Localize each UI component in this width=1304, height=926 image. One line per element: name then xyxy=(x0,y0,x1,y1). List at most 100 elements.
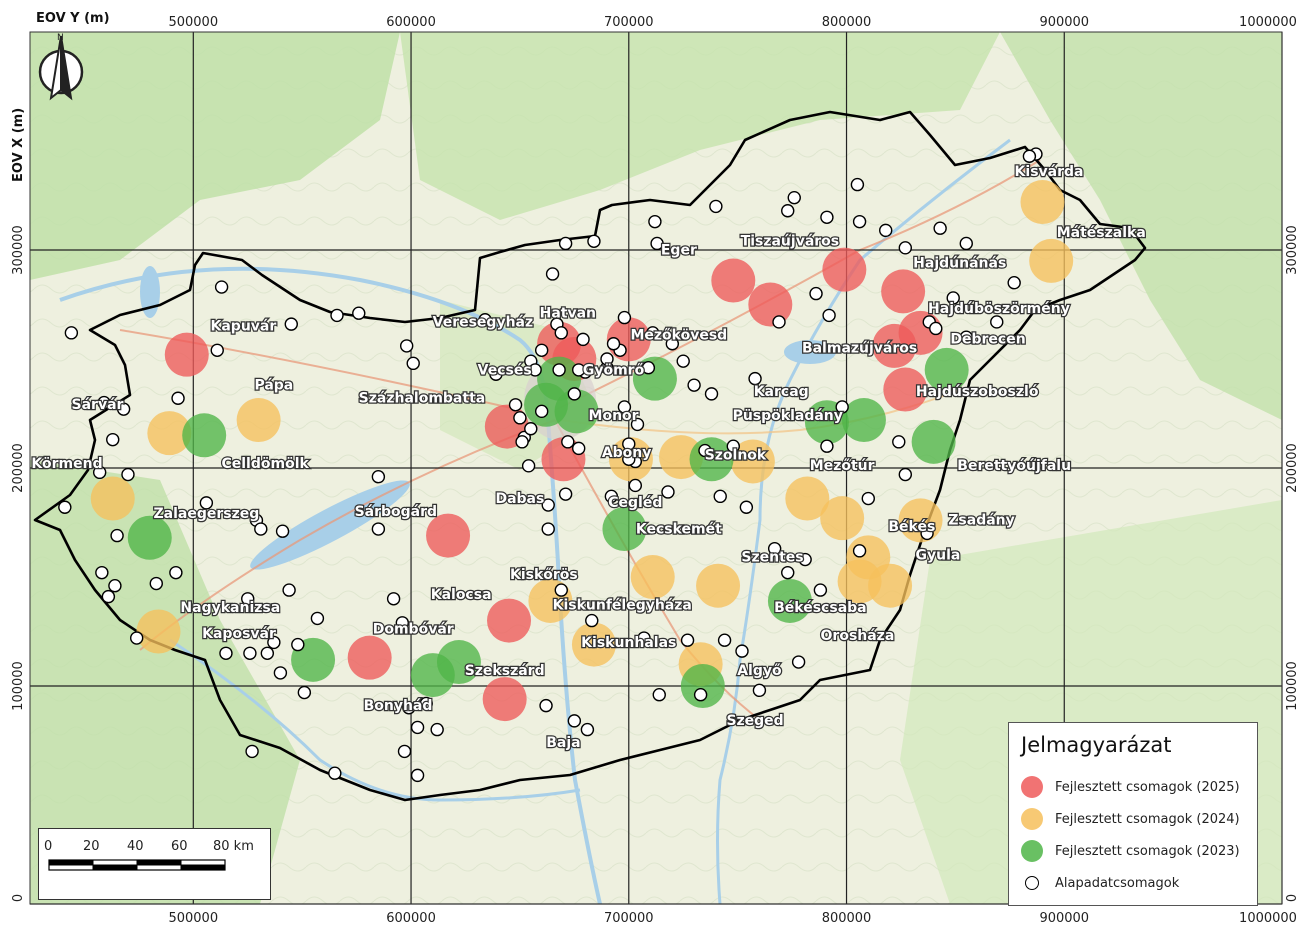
base-package-marker[interactable] xyxy=(545,267,560,281)
base-package-marker[interactable] xyxy=(273,666,288,680)
base-package-marker[interactable] xyxy=(604,489,619,504)
base-package-marker[interactable] xyxy=(508,398,523,412)
developed-package-2024[interactable] xyxy=(730,439,775,484)
base-package-marker[interactable] xyxy=(767,541,782,556)
base-package-marker[interactable] xyxy=(558,236,573,251)
base-package-marker[interactable] xyxy=(929,321,943,336)
base-package-marker[interactable] xyxy=(852,214,867,229)
developed-package-2023[interactable] xyxy=(602,507,647,552)
developed-package-2023[interactable] xyxy=(436,640,481,685)
base-package-marker[interactable] xyxy=(210,343,224,357)
base-package-marker[interactable] xyxy=(748,371,762,386)
base-package-marker[interactable] xyxy=(371,470,386,484)
base-package-marker[interactable] xyxy=(254,522,268,536)
base-package-marker[interactable] xyxy=(558,487,573,501)
base-package-marker[interactable] xyxy=(567,714,582,728)
base-package-marker[interactable] xyxy=(169,565,183,580)
base-package-marker[interactable] xyxy=(892,435,906,449)
developed-package-2025[interactable] xyxy=(426,513,471,558)
base-package-marker[interactable] xyxy=(110,528,124,543)
base-package-marker[interactable] xyxy=(171,391,185,405)
base-package-marker[interactable] xyxy=(572,363,586,377)
developed-package-2023[interactable] xyxy=(127,515,172,560)
base-package-marker[interactable] xyxy=(1022,149,1037,163)
base-package-marker[interactable] xyxy=(648,214,662,229)
base-package-marker[interactable] xyxy=(402,701,416,715)
base-package-marker[interactable] xyxy=(129,631,144,645)
developed-package-2023[interactable] xyxy=(680,664,725,708)
base-package-marker[interactable] xyxy=(534,343,549,357)
base-package-marker[interactable] xyxy=(580,722,595,737)
base-package-marker[interactable] xyxy=(310,611,325,626)
developed-package-2025[interactable] xyxy=(822,247,867,292)
developed-package-2024[interactable] xyxy=(696,563,741,608)
base-package-marker[interactable] xyxy=(617,400,632,414)
base-package-marker[interactable] xyxy=(661,485,675,499)
developed-package-2024[interactable] xyxy=(90,476,135,521)
base-package-marker[interactable] xyxy=(713,489,727,504)
developed-package-2024[interactable] xyxy=(820,496,865,541)
developed-package-2024[interactable] xyxy=(236,398,281,443)
base-package-marker[interactable] xyxy=(617,310,632,325)
base-package-marker[interactable] xyxy=(352,306,366,320)
base-package-marker[interactable] xyxy=(698,443,712,458)
base-package-marker[interactable] xyxy=(798,552,812,567)
base-package-marker[interactable] xyxy=(772,315,786,329)
base-package-marker[interactable] xyxy=(622,437,636,451)
base-package-marker[interactable] xyxy=(680,633,695,647)
base-package-marker[interactable] xyxy=(524,422,538,436)
base-package-marker[interactable] xyxy=(330,308,344,323)
base-package-marker[interactable] xyxy=(693,688,708,702)
base-package-marker[interactable] xyxy=(64,326,79,340)
developed-package-2025[interactable] xyxy=(347,635,392,680)
base-package-marker[interactable] xyxy=(665,337,680,351)
developed-package-2025[interactable] xyxy=(487,598,532,643)
base-package-marker[interactable] xyxy=(521,459,536,473)
base-package-marker[interactable] xyxy=(291,637,305,652)
base-package-marker[interactable] xyxy=(813,583,828,597)
base-package-marker[interactable] xyxy=(709,199,723,214)
developed-package-2023[interactable] xyxy=(182,413,227,458)
base-package-marker[interactable] xyxy=(478,313,492,327)
developed-package-2025[interactable] xyxy=(881,269,926,314)
base-package-marker[interactable] xyxy=(898,467,913,482)
base-package-marker[interactable] xyxy=(297,685,312,700)
base-package-marker[interactable] xyxy=(822,308,836,323)
base-package-marker[interactable] xyxy=(515,435,529,449)
developed-package-2023[interactable] xyxy=(767,578,812,623)
base-package-marker[interactable] xyxy=(328,766,342,780)
base-package-marker[interactable] xyxy=(820,210,834,225)
base-package-marker[interactable] xyxy=(735,644,749,658)
base-package-marker[interactable] xyxy=(121,467,135,482)
base-package-marker[interactable] xyxy=(106,432,120,447)
base-package-marker[interactable] xyxy=(646,326,660,340)
developed-package-2023[interactable] xyxy=(911,419,956,464)
base-package-marker[interactable] xyxy=(576,332,590,347)
base-package-marker[interactable] xyxy=(809,286,823,301)
base-package-marker[interactable] xyxy=(704,387,719,401)
base-package-marker[interactable] xyxy=(852,544,867,558)
base-package-marker[interactable] xyxy=(386,592,401,606)
base-package-marker[interactable] xyxy=(275,524,290,538)
base-package-marker[interactable] xyxy=(245,744,259,759)
base-package-marker[interactable] xyxy=(781,565,795,580)
base-package-marker[interactable] xyxy=(214,280,229,294)
base-package-marker[interactable] xyxy=(95,565,109,580)
base-package-marker[interactable] xyxy=(58,500,72,514)
base-package-marker[interactable] xyxy=(97,395,111,410)
base-package-marker[interactable] xyxy=(267,635,281,650)
base-package-marker[interactable] xyxy=(717,633,732,647)
base-package-marker[interactable] xyxy=(622,452,636,466)
developed-package-2024[interactable] xyxy=(630,555,675,599)
base-package-marker[interactable] xyxy=(406,356,420,371)
base-package-marker[interactable] xyxy=(990,315,1004,329)
base-package-marker[interactable] xyxy=(260,646,275,660)
base-package-marker[interactable] xyxy=(959,236,973,251)
developed-package-2024[interactable] xyxy=(1020,180,1065,225)
base-package-marker[interactable] xyxy=(933,221,947,235)
base-package-marker[interactable] xyxy=(600,352,614,366)
base-package-marker[interactable] xyxy=(199,496,214,510)
base-package-marker[interactable] xyxy=(898,241,913,255)
base-package-marker[interactable] xyxy=(861,491,875,506)
base-package-marker[interactable] xyxy=(606,337,621,351)
